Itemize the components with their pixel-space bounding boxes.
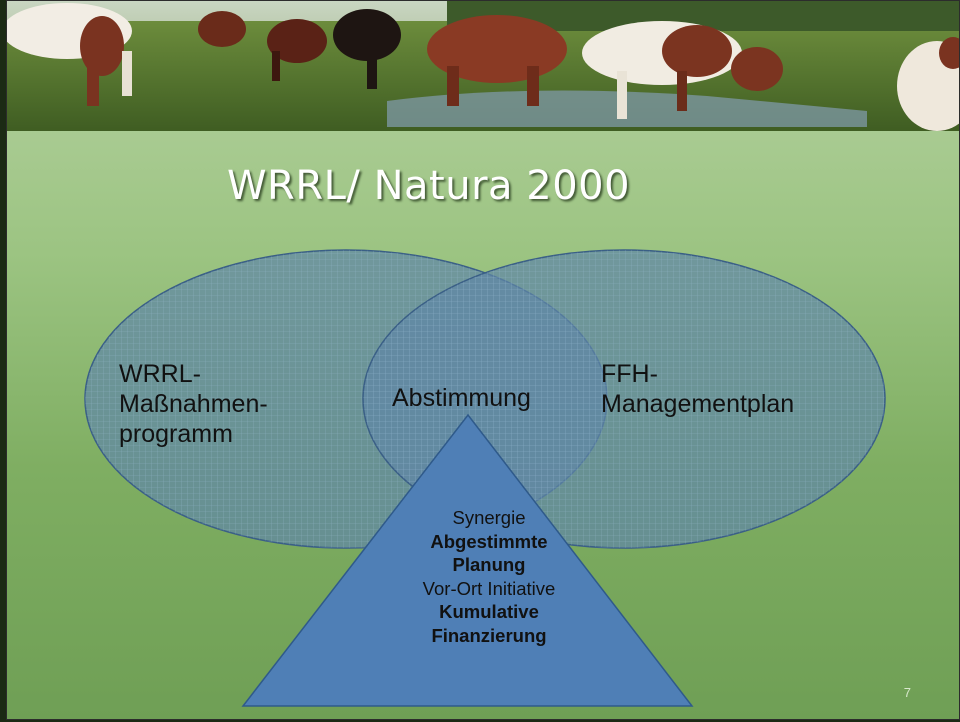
triangle-line-synergie: Synergie [452, 507, 526, 528]
triangle-line-vor-ort: Vor-Ort Initiative [422, 577, 556, 599]
triangle-line-kumulative: Kumulative [439, 601, 539, 622]
triangle-line-abgestimmte: Abgestimmte [430, 530, 548, 552]
slide: WRRL/ Natura 2000 WRRL- Maßnahmen- progr… [6, 0, 960, 720]
triangle-line-finanzierung: Finanzierung [431, 624, 547, 646]
triangle-text: Synergie Abgestimmte Planung Vor-Ort Ini… [365, 506, 613, 647]
cows-photo-banner [7, 1, 959, 131]
right-label-line1: FFH- [601, 360, 658, 388]
right-circle-label: FFH- Managementplan [601, 359, 794, 419]
right-label-line2: Managementplan [601, 390, 795, 418]
venn-diagram [84, 249, 886, 707]
left-circle-label: WRRL- Maßnahmen- programm [119, 359, 268, 449]
left-label-line3: programm [119, 420, 233, 448]
left-label-line1: WRRL- [119, 360, 201, 388]
triangle-line-planung: Planung [452, 554, 526, 575]
page-number: 7 [903, 685, 911, 700]
left-label-line2: Maßnahmen- [119, 390, 268, 418]
slide-title: WRRL/ Natura 2000 [227, 163, 631, 209]
overlap-label: Abstimmung [392, 384, 531, 412]
synergy-triangle [241, 413, 694, 707]
